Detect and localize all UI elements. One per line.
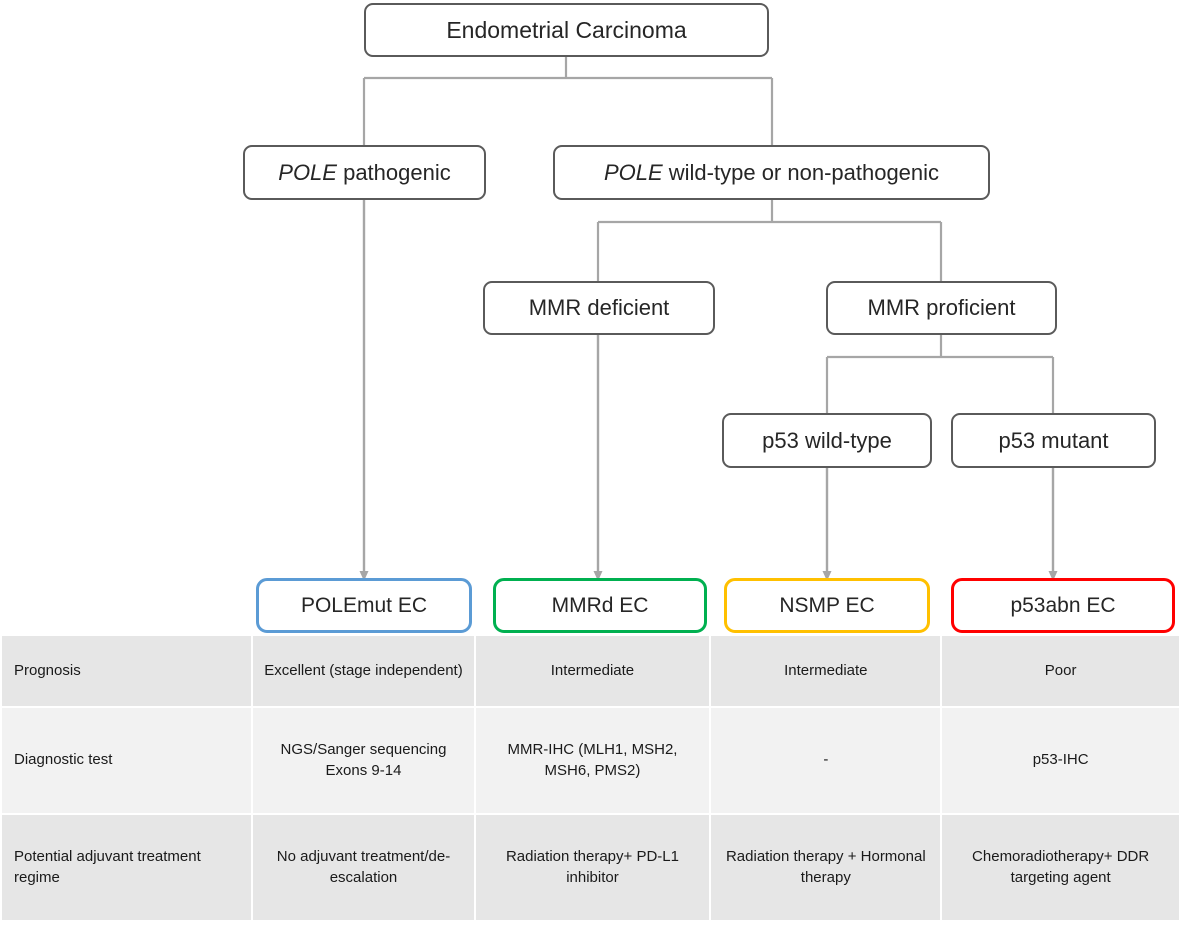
subtype-label: p53abn EC <box>1010 593 1116 617</box>
cell-treatment-nsmp: Radiation therapy + Hormonal therapy <box>711 815 941 920</box>
node-label: MMR proficient <box>867 295 1016 321</box>
subtype-label-italic: POLE <box>300 593 357 617</box>
subtype-box-p53abn-ec[interactable]: p53abn EC <box>951 578 1175 633</box>
row-label-prognosis: Prognosis <box>2 636 252 706</box>
node-label-italic: POLE <box>278 159 337 185</box>
table-row: Prognosis Excellent (stage independent) … <box>2 636 1179 706</box>
subtype-box-mmrd-ec[interactable]: MMRd EC <box>493 578 707 633</box>
node-mmr-deficient[interactable]: MMR deficient <box>483 281 715 335</box>
node-mmr-proficient[interactable]: MMR proficient <box>826 281 1057 335</box>
subtype-box-nsmp-ec[interactable]: NSMP EC <box>724 578 930 633</box>
cell-diagnostic-mmrd: MMR-IHC (MLH1, MSH2, MSH6, PMS2) <box>475 708 710 813</box>
node-label: p53 mutant <box>998 427 1109 453</box>
cell-treatment-mmrd: Radiation therapy+ PD-L1 inhibitor <box>475 815 710 920</box>
node-p53-mutant[interactable]: p53 mutant <box>951 413 1156 468</box>
table-row: Potential adjuvant treatment regime No a… <box>2 815 1179 920</box>
node-label: wild-type or non-pathogenic <box>662 159 940 185</box>
subtype-label: mut EC <box>357 593 428 617</box>
node-label: p53 wild-type <box>762 427 892 453</box>
node-p53-wild-type[interactable]: p53 wild-type <box>722 413 932 468</box>
cell-prognosis-polemut: Excellent (stage independent) <box>253 636 474 706</box>
node-label: pathogenic <box>336 159 451 185</box>
cell-treatment-p53abn: Chemoradiotherapy+ DDR targeting agent <box>942 815 1179 920</box>
cell-prognosis-mmrd: Intermediate <box>475 636 710 706</box>
node-pole-pathogenic[interactable]: POLE pathogenic <box>243 145 486 200</box>
node-label: MMR deficient <box>528 295 670 321</box>
cell-diagnostic-p53abn: p53-IHC <box>942 708 1179 813</box>
table-row: Diagnostic test NGS/Sanger sequencing Ex… <box>2 708 1179 813</box>
node-endometrial-carcinoma[interactable]: Endometrial Carcinoma <box>364 3 769 57</box>
subtype-box-polemut-ec[interactable]: POLEmut EC <box>256 578 472 633</box>
node-label-italic: POLE <box>603 159 663 185</box>
row-label-diagnostic-test: Diagnostic test <box>2 708 252 813</box>
cell-prognosis-nsmp: Intermediate <box>711 636 941 706</box>
subtype-label: NSMP EC <box>779 593 875 617</box>
node-pole-wildtype-or-nonpathogenic[interactable]: POLE wild-type or non-pathogenic <box>553 145 990 200</box>
subtype-summary-table: Prognosis Excellent (stage independent) … <box>0 634 1181 922</box>
row-label-adjuvant-treatment: Potential adjuvant treatment regime <box>2 815 252 920</box>
node-label: Endometrial Carcinoma <box>446 16 687 43</box>
cell-diagnostic-polemut: NGS/Sanger sequencing Exons 9-14 <box>253 708 474 813</box>
subtype-label: MMRd EC <box>551 593 649 617</box>
cell-prognosis-p53abn: Poor <box>942 636 1179 706</box>
cell-treatment-polemut: No adjuvant treatment/de-escalation <box>253 815 474 920</box>
cell-diagnostic-nsmp: - <box>711 708 941 813</box>
